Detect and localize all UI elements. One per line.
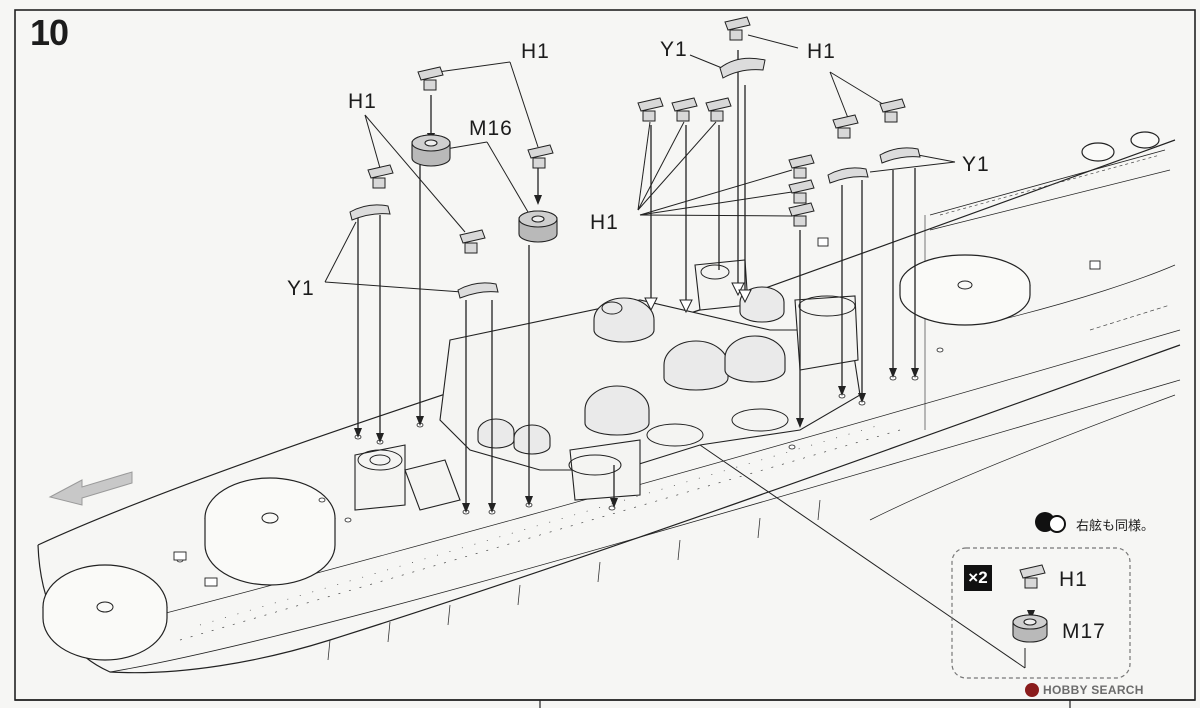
label-h1: H1 xyxy=(590,211,619,234)
mirror-note: 右舷も同様。 xyxy=(1076,518,1155,533)
quantity-badge: ×2 xyxy=(964,565,992,591)
label-y1: Y1 xyxy=(962,153,990,176)
label-h1: H1 xyxy=(348,90,377,113)
m16-parts xyxy=(411,134,558,243)
hobby-search-logo-icon xyxy=(1025,683,1039,697)
leader-lines xyxy=(324,34,1026,669)
label-y1: Y1 xyxy=(287,277,315,300)
label-h1: H1 xyxy=(807,40,836,63)
y1-parts xyxy=(349,57,921,299)
m17-part xyxy=(1012,614,1048,643)
watermark: HOBBY SEARCH xyxy=(1043,683,1144,697)
step-number: 10 xyxy=(30,12,69,53)
label-h1: H1 xyxy=(521,40,550,63)
label-m16: M16 xyxy=(469,117,513,140)
label-m17: M17 xyxy=(1062,620,1106,643)
inset-box xyxy=(951,547,1131,679)
label-h1-inset: H1 xyxy=(1059,568,1088,591)
mirror-side-icon xyxy=(1035,511,1071,533)
label-y1: Y1 xyxy=(660,38,688,61)
guide-lines xyxy=(357,50,916,505)
h1-parts xyxy=(367,16,1046,589)
direction-arrow-icon xyxy=(48,471,133,506)
